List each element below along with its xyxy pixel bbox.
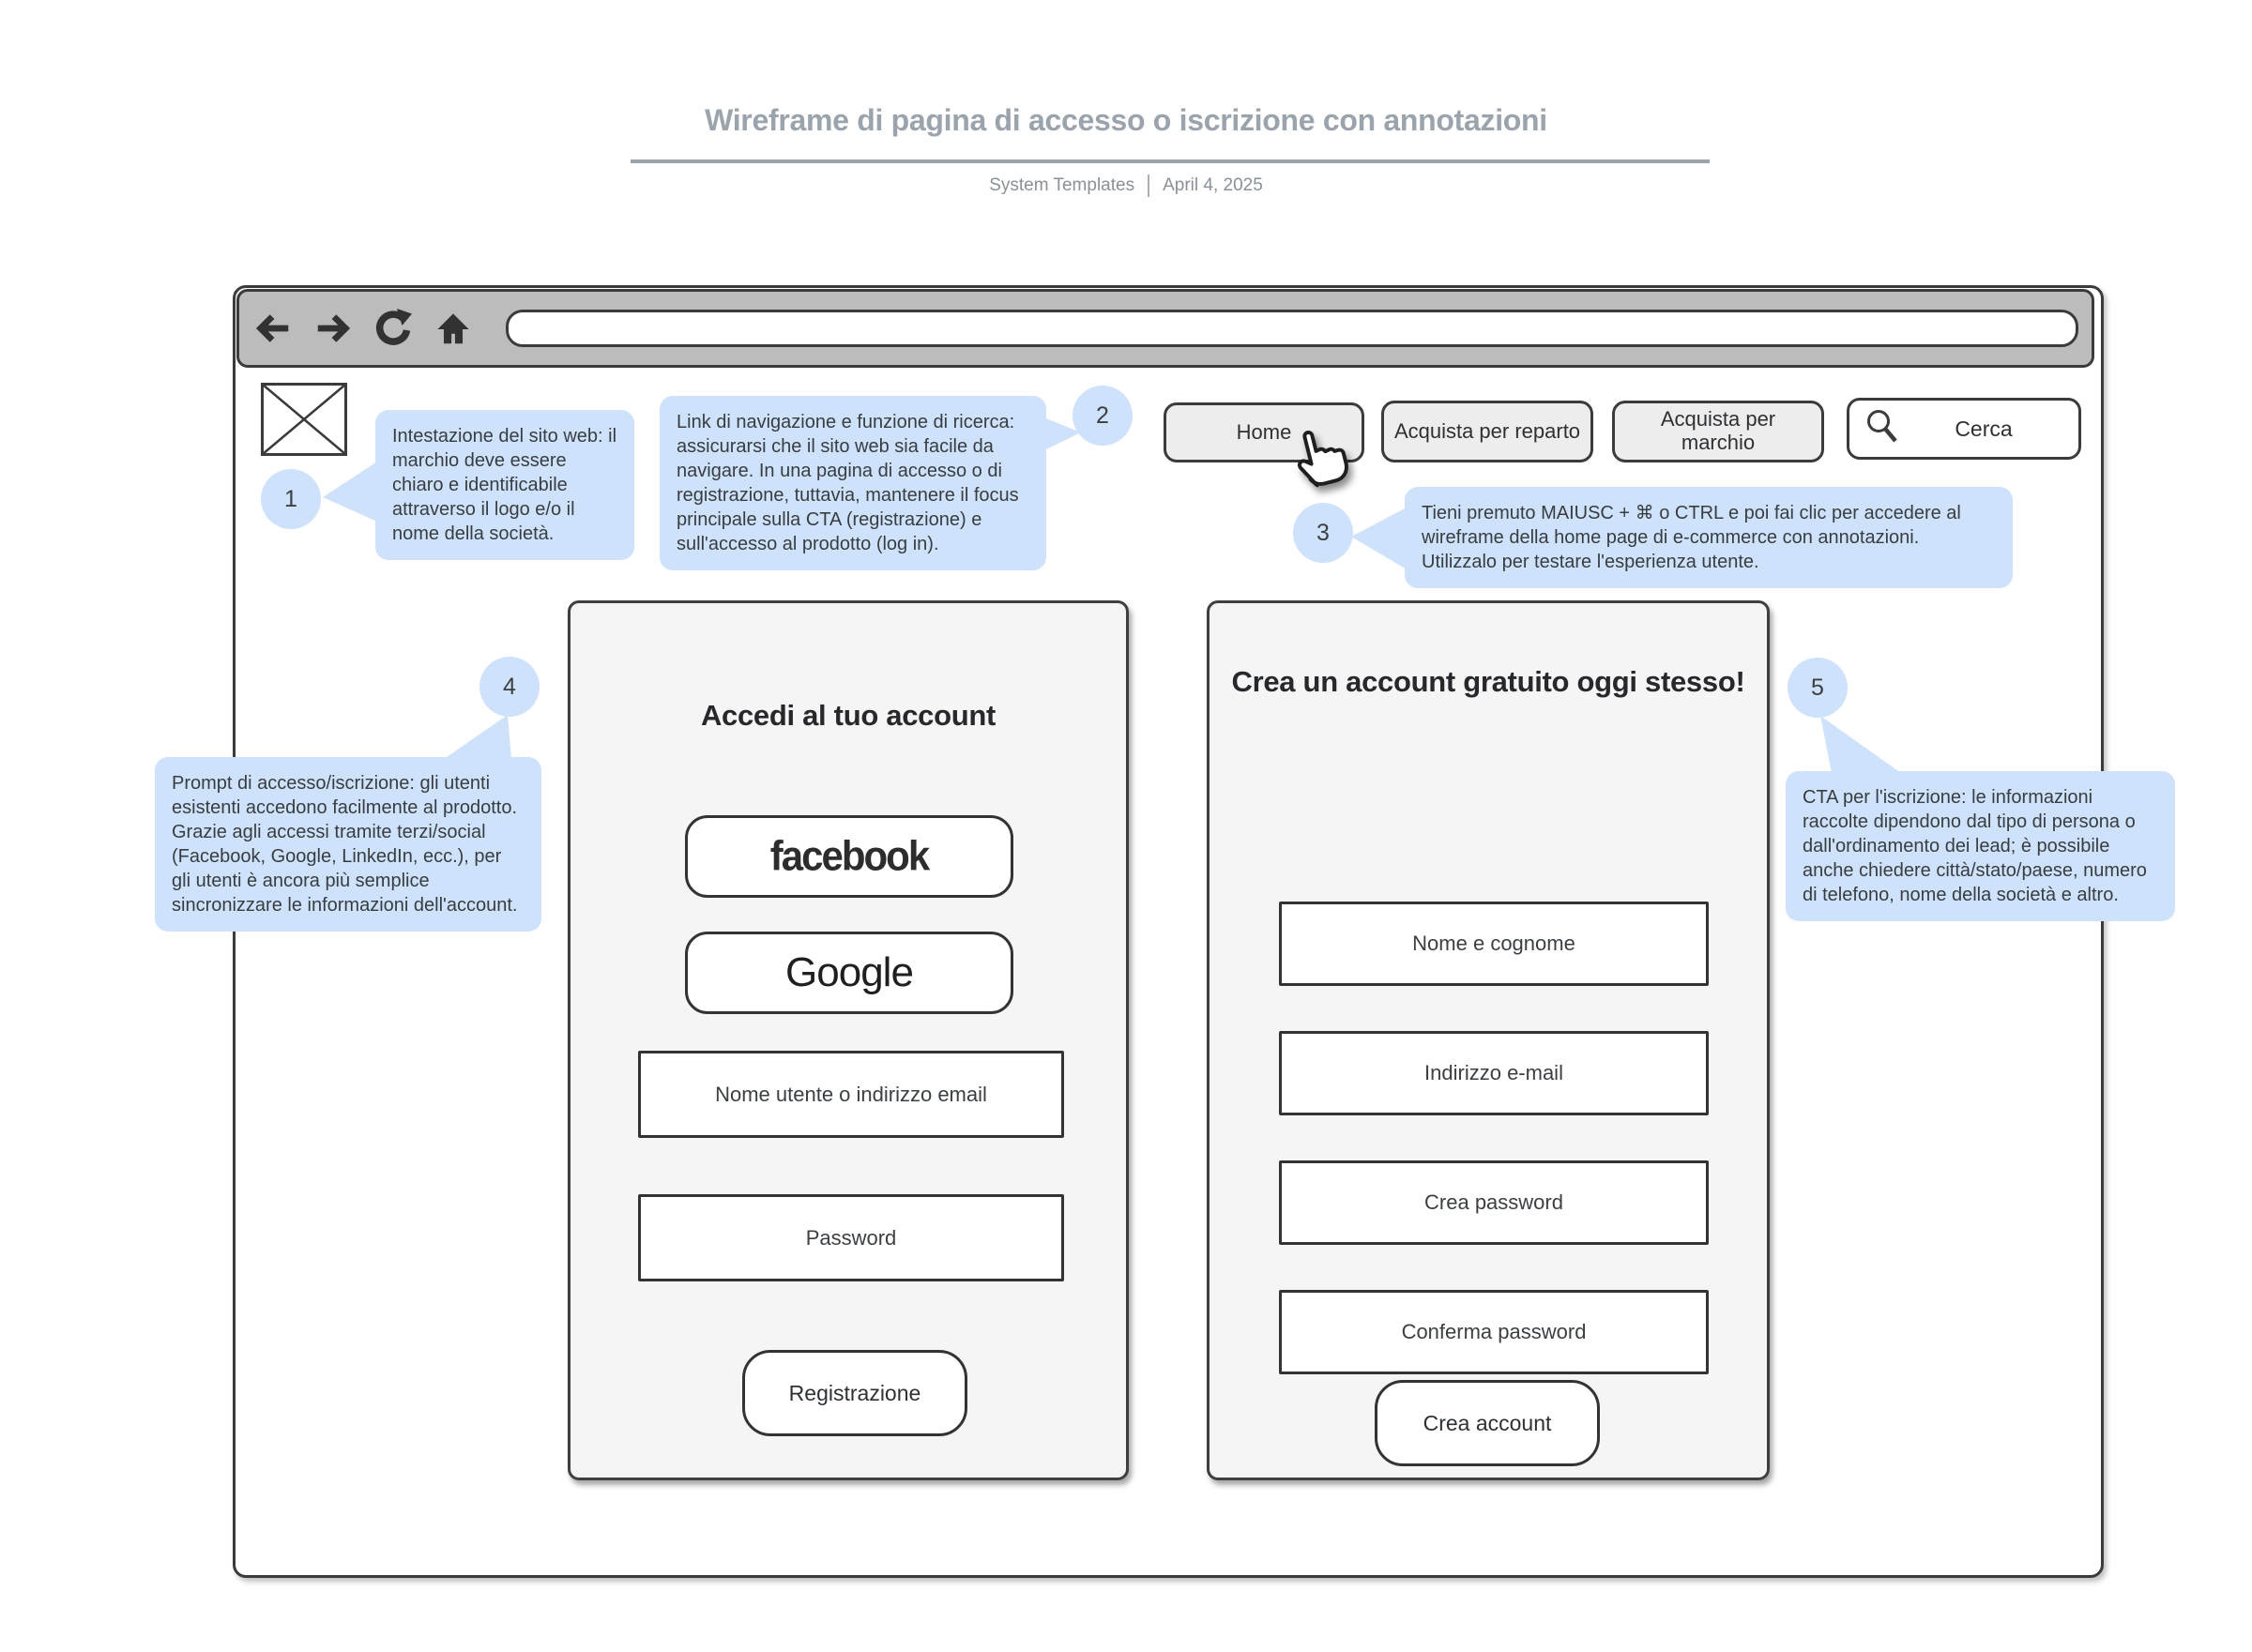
home-icon[interactable] (433, 308, 474, 349)
page-title: Wireframe di pagina di accesso o iscrizi… (705, 103, 1547, 137)
browser-toolbar (236, 289, 2094, 368)
confirm-password-input[interactable] (1279, 1290, 1709, 1374)
facebook-wordmark: facebook (769, 832, 930, 880)
forward-icon[interactable] (312, 308, 354, 349)
annotation-marker-1: 1 (261, 469, 321, 529)
login-heading: Accedi al tuo account (700, 699, 997, 732)
facebook-login-button[interactable]: facebook (685, 815, 1013, 898)
annotation-note-2: Link di navigazione e funzione di ricerc… (660, 396, 1046, 570)
annotation-marker-2: 2 (1073, 386, 1133, 446)
annotation-note-3: Tieni premuto MAIUSC + ⌘ o CTRL e poi fa… (1405, 487, 2013, 588)
doc-meta: System Templates April 4, 2025 (0, 174, 2252, 197)
annotation-note-1: Intestazione del sito web: il marchio de… (375, 410, 634, 560)
doc-source: System Templates (989, 175, 1135, 195)
annotation-note-5: CTA per l'iscrizione: le informazioni ra… (1786, 771, 2175, 921)
refresh-icon[interactable] (373, 308, 414, 349)
annotation-marker-3: 3 (1293, 503, 1353, 563)
nav-home-button[interactable]: Home (1164, 402, 1364, 462)
register-button[interactable]: Registrazione (742, 1350, 967, 1436)
search-icon (1864, 408, 1900, 450)
doc-date: April 4, 2025 (1163, 175, 1263, 195)
title-underline (631, 159, 1710, 163)
annotation-note-4: Prompt di accesso/iscrizione: gli utenti… (155, 757, 541, 932)
back-icon[interactable] (252, 308, 294, 349)
username-input[interactable] (638, 1051, 1064, 1138)
create-account-button[interactable]: Crea account (1375, 1380, 1600, 1466)
google-login-button[interactable]: Google (685, 932, 1013, 1014)
nav-shop-by-department-button[interactable]: Acquista per reparto (1381, 401, 1593, 462)
google-wordmark: Google (785, 949, 914, 995)
url-bar[interactable] (506, 310, 2078, 347)
site-logo image-placeholder-icon[interactable] (261, 383, 347, 456)
annotation-marker-5: 5 (1788, 658, 1848, 718)
full-name-input[interactable] (1279, 902, 1709, 986)
search-label: Cerca (1955, 416, 2013, 441)
meta-separator (1148, 174, 1150, 197)
email-input[interactable] (1279, 1031, 1709, 1115)
create-password-input[interactable] (1279, 1160, 1709, 1245)
signup-heading: Crea un account gratuito oggi stesso! (1231, 665, 1745, 698)
login-panel: Accedi al tuo account facebook Google Re… (568, 600, 1129, 1480)
annotation-marker-4: 4 (479, 657, 540, 717)
password-input[interactable] (638, 1194, 1064, 1281)
nav-shop-by-brand-button[interactable]: Acquista per marchio (1612, 401, 1824, 462)
signup-panel: Crea un account gratuito oggi stesso! Cr… (1207, 600, 1770, 1480)
search-box[interactable]: Cerca (1847, 398, 2081, 460)
